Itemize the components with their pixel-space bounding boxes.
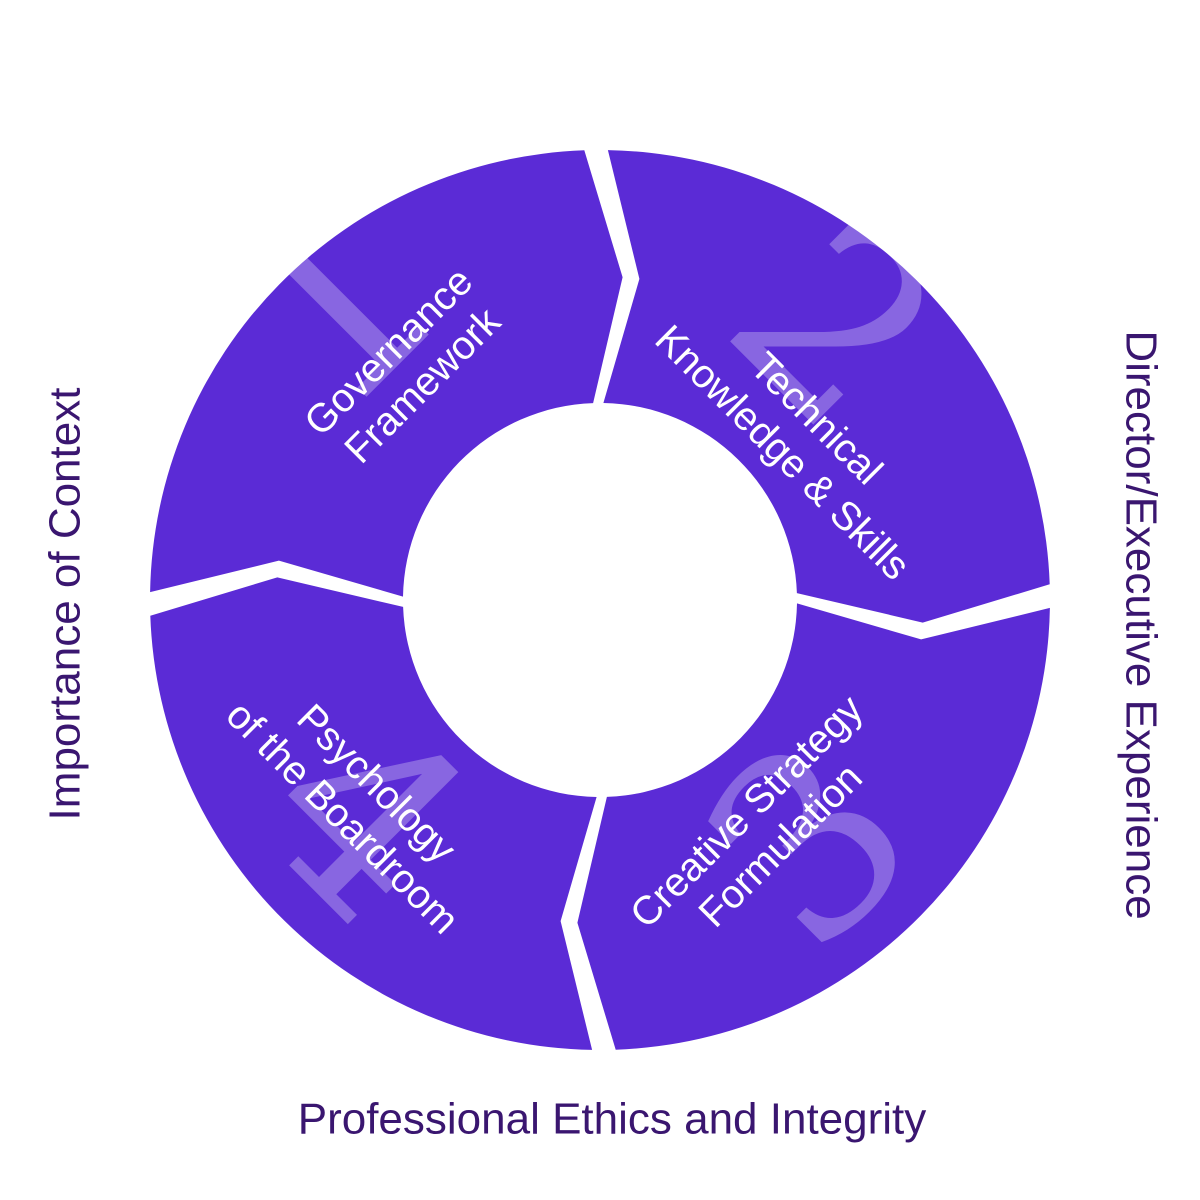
segment-3-shape [577,603,1050,1050]
bottom-outer-label: Professional Ethics and Integrity [298,1095,927,1144]
right-label-group: Director/Executive Experience [1116,330,1165,919]
segment-1-shape [150,150,623,597]
right-outer-label: Director/Executive Experience [1116,330,1165,919]
segment-2-shape [603,150,1050,623]
ring [150,150,1050,1050]
segment-4-shape [150,577,597,1050]
left-outer-label: Importance of Context [41,388,90,821]
left-label-group: Importance of Context [41,388,90,821]
